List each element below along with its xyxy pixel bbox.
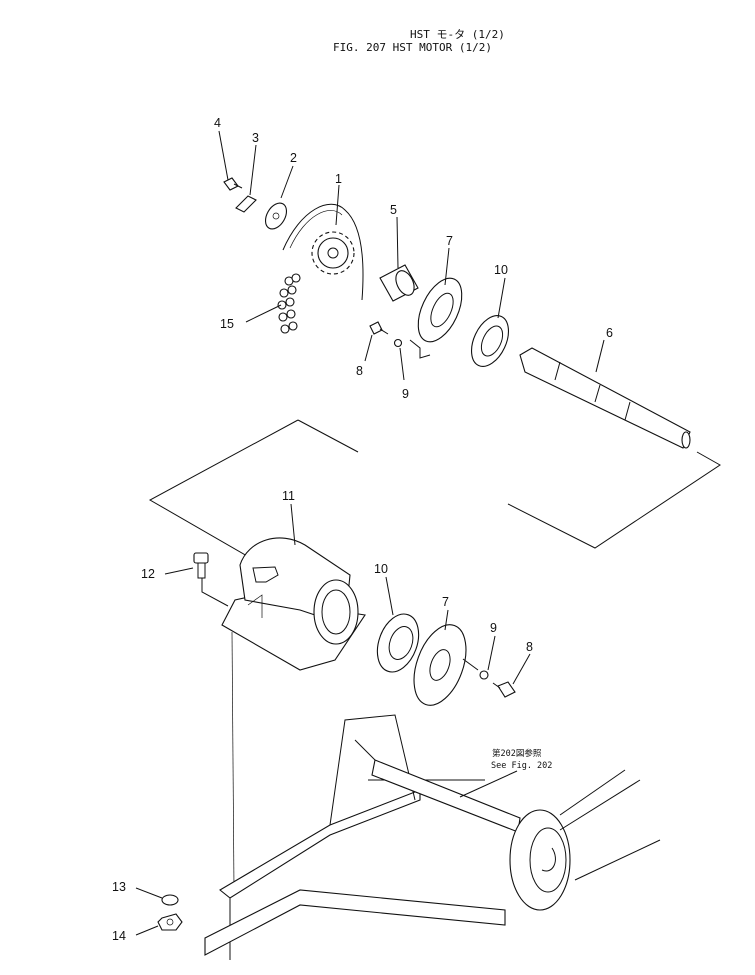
plane-frame-edge: [297, 419, 359, 453]
callout-1: 1: [335, 172, 342, 186]
shaft: [519, 347, 691, 449]
belt-lower: [574, 839, 661, 881]
callout-8-lower: 8: [526, 640, 533, 654]
belt-upper: [559, 779, 641, 831]
washer-13: [161, 894, 179, 906]
frame: [204, 714, 521, 960]
reference-en: See Fig. 202: [491, 761, 552, 771]
callout-5: 5: [390, 203, 397, 217]
title-line-2: FIG. 207 HST MOTOR (1/2): [333, 41, 492, 54]
alignment-line-lower: [462, 658, 479, 671]
callout-7-upper: 7: [446, 234, 453, 248]
flange-7-upper: [417, 277, 463, 343]
callout-6: 6: [606, 326, 613, 340]
bushing: [379, 264, 419, 302]
bolt-8-lower: [492, 681, 516, 698]
flange-7-lower: [413, 624, 467, 706]
callout-7-lower: 7: [442, 595, 449, 609]
sprocket: [311, 231, 355, 275]
callout-10-upper: 10: [494, 263, 508, 277]
plate: [264, 202, 288, 230]
callout-10-lower: 10: [374, 562, 388, 576]
pulley: [509, 809, 571, 911]
washer-9-lower: [479, 670, 489, 680]
callout-14: 14: [112, 929, 126, 943]
belt-upper: [559, 769, 626, 816]
bolt-4: [223, 177, 243, 191]
callout-9-lower: 9: [490, 621, 497, 635]
bolt-12: [193, 552, 209, 579]
callout-12: 12: [141, 567, 155, 581]
alignment-line-12: [201, 578, 229, 607]
alignment-line-vertical: [231, 631, 235, 891]
callout-15: 15: [220, 317, 234, 331]
callout-8-upper: 8: [356, 364, 363, 378]
bolt-8-upper: [369, 321, 389, 335]
housing: [221, 537, 366, 671]
callout-9-upper: 9: [402, 387, 409, 401]
callout-3: 3: [252, 131, 259, 145]
callout-leaders: [135, 130, 605, 936]
callout-11: 11: [282, 489, 295, 503]
callout-4: 4: [214, 116, 221, 130]
callout-13: 13: [112, 880, 126, 894]
plane-frame-edge: [507, 451, 721, 549]
washer-3: [235, 195, 257, 213]
nut-14: [157, 913, 183, 931]
bearing-10-lower: [376, 613, 420, 673]
callout-2: 2: [290, 151, 297, 165]
washer-9-upper: [393, 338, 403, 348]
alignment-line-upper: [409, 339, 431, 359]
chain: [277, 203, 364, 334]
reference-jp: 第202図参照: [492, 748, 542, 759]
title-line-1: HST モ-タ (1/2): [410, 28, 505, 41]
bearing-10-upper: [470, 315, 510, 367]
